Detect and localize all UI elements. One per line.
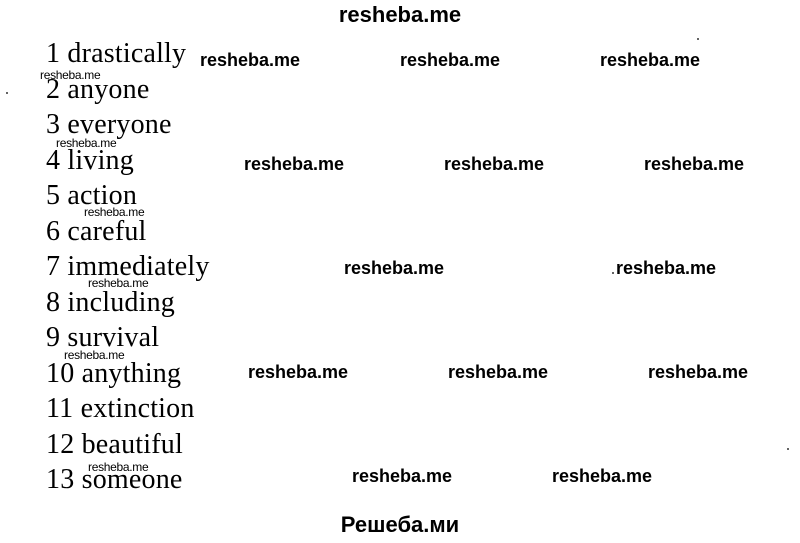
answer-number: 5: [46, 180, 61, 211]
answer-item-13: 13 someone: [46, 462, 210, 498]
answer-word: beautiful: [81, 428, 183, 460]
watermark-text: resheba.me: [248, 362, 349, 382]
answer-item-5: 5 action: [46, 178, 210, 214]
watermark-text-small: resheba.me: [88, 460, 149, 474]
watermark-text: resheba.me: [552, 466, 653, 486]
answer-number: 2: [46, 73, 61, 105]
answer-number: 8: [46, 286, 61, 318]
scan-speck: [6, 92, 8, 94]
answer-number: 12: [46, 428, 75, 460]
answer-item-12: 12 beautiful: [46, 427, 210, 463]
answer-item-4: 4 living: [46, 143, 210, 179]
answer-number: 4: [46, 144, 61, 176]
answer-word: someone: [81, 464, 183, 495]
watermark-text: resheba.me: [400, 50, 501, 70]
watermark-text: resheba.me: [616, 258, 717, 278]
answer-number: 7: [46, 251, 61, 282]
answer-item-6: 6 careful: [46, 214, 210, 250]
answer-number: 11: [46, 393, 74, 424]
answer-word: immediately: [67, 251, 210, 282]
watermark-text: resheba.me: [600, 50, 701, 70]
answer-item-2: 2 anyone: [46, 72, 210, 108]
answer-number: 3: [46, 109, 61, 140]
answer-word: drastically: [67, 38, 187, 69]
watermark-text: resheba.me: [244, 154, 345, 174]
watermark-text: resheba.me: [448, 362, 549, 382]
watermark-text: resheba.me: [644, 154, 745, 174]
answer-number: 1: [46, 38, 61, 69]
watermark-text: resheba.me: [648, 362, 749, 382]
watermark-text-small: resheba.me: [56, 136, 117, 150]
answer-word: action: [67, 180, 138, 211]
answer-number: 9: [46, 322, 61, 353]
watermark-text-small: resheba.me: [64, 348, 125, 362]
answer-item-7: 7 immediately: [46, 249, 210, 285]
answer-item-1: 1 drastically: [46, 36, 210, 72]
scan-speck: [787, 448, 789, 450]
watermark-text: resheba.me: [352, 466, 453, 486]
watermark-text-small: resheba.me: [88, 276, 149, 290]
answer-item-11: 11 extinction: [46, 391, 210, 427]
watermark-text: resheba.me: [200, 50, 301, 70]
answer-word: careful: [67, 215, 147, 247]
header-watermark: resheba.me: [338, 2, 462, 27]
answer-word: extinction: [80, 393, 195, 424]
answer-word: living: [67, 144, 134, 176]
answer-number: 10: [46, 357, 75, 389]
answer-item-10: 10 anything: [46, 356, 210, 392]
answer-word: anyone: [67, 73, 150, 105]
answer-item-9: 9 survival: [46, 320, 210, 356]
footer-watermark: Решеба.ми: [340, 512, 460, 537]
watermark-text-small: resheba.me: [40, 68, 101, 82]
answer-word: anything: [81, 357, 182, 389]
answer-item-8: 8 including: [46, 285, 210, 321]
watermark-text-small: resheba.me: [84, 205, 145, 219]
watermark-text: resheba.me: [344, 258, 445, 278]
answer-word: including: [67, 286, 175, 318]
answer-item-3: 3 everyone: [46, 107, 210, 143]
answer-list: 1 drastically 2 anyone 3 everyone 4 livi…: [46, 36, 210, 498]
scan-speck: [697, 38, 699, 40]
scan-speck: [612, 272, 614, 274]
watermark-text: resheba.me: [444, 154, 545, 174]
answer-word: everyone: [67, 109, 172, 140]
answer-word: survival: [67, 322, 160, 353]
answer-number: 13: [46, 464, 75, 495]
answer-number: 6: [46, 215, 61, 247]
